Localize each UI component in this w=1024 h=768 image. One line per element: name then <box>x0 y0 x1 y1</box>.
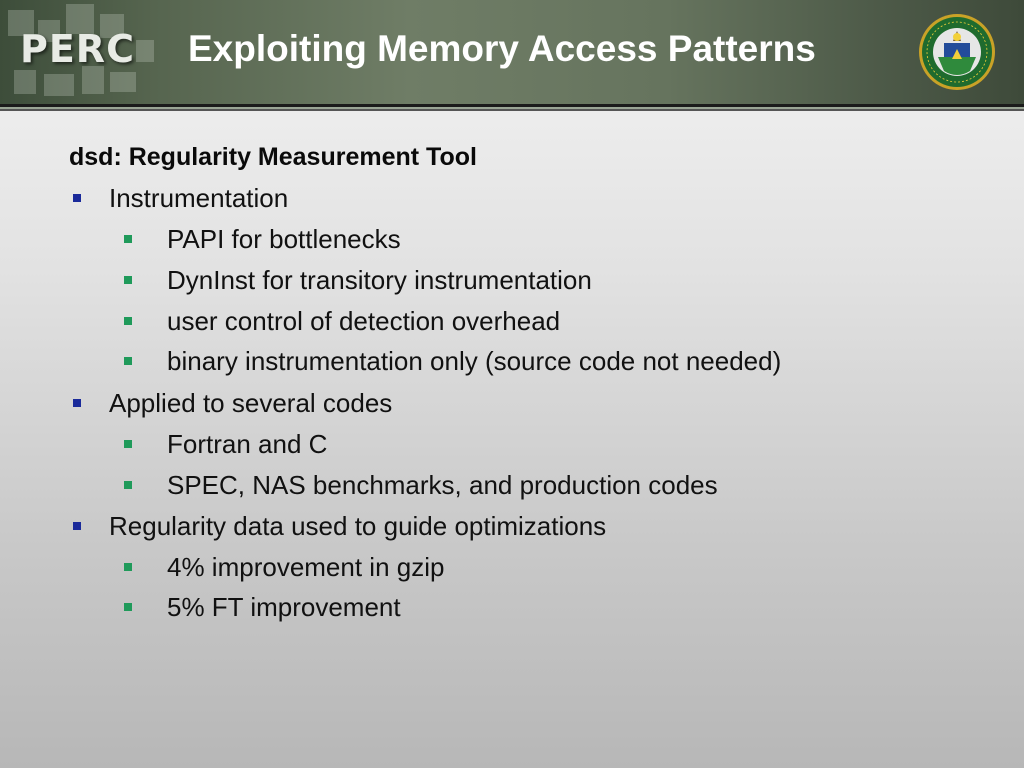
slide-header: PERC Exploiting Memory Access Patterns <box>0 0 1024 104</box>
sub-bullet-square-icon <box>124 235 132 243</box>
sub-list-item: PAPI for bottlenecks <box>167 224 401 254</box>
department-of-energy-seal-icon <box>919 14 995 90</box>
bullet-square-icon <box>73 522 81 530</box>
list-item: Instrumentation <box>109 183 289 213</box>
perc-logo: PERC <box>0 0 160 104</box>
perc-logo-text: PERC <box>20 27 135 71</box>
bullet-square-icon <box>73 194 81 202</box>
bullet-square-icon <box>73 399 81 407</box>
sub-bullet-square-icon <box>124 603 132 611</box>
sub-list-item: 4% improvement in gzip <box>167 552 445 582</box>
list-item: Regularity data used to guide optimizati… <box>109 511 607 541</box>
sub-bullet-square-icon <box>124 481 132 489</box>
slide-title: Exploiting Memory Access Patterns <box>188 28 816 69</box>
sub-list-item: 5% FT improvement <box>167 592 401 622</box>
sub-list-item: Fortran and C <box>167 429 328 459</box>
sub-bullet-square-icon <box>124 357 132 365</box>
sub-list-item: user control of detection overhead <box>167 306 561 336</box>
sub-list-item: DynInst for transitory instrumentation <box>167 265 592 295</box>
sub-list-item: SPEC, NAS benchmarks, and production cod… <box>167 470 718 500</box>
slide-heading: dsd: Regularity Measurement Tool <box>69 143 477 171</box>
sub-list-item: binary instrumentation only (source code… <box>167 346 782 376</box>
header-divider-shadow <box>0 109 1024 111</box>
sub-bullet-square-icon <box>124 440 132 448</box>
sub-bullet-square-icon <box>124 276 132 284</box>
sub-bullet-square-icon <box>124 563 132 571</box>
header-divider <box>0 104 1024 107</box>
header-divider-highlight <box>0 107 1024 109</box>
sub-bullet-square-icon <box>124 317 132 325</box>
list-item: Applied to several codes <box>109 388 393 418</box>
